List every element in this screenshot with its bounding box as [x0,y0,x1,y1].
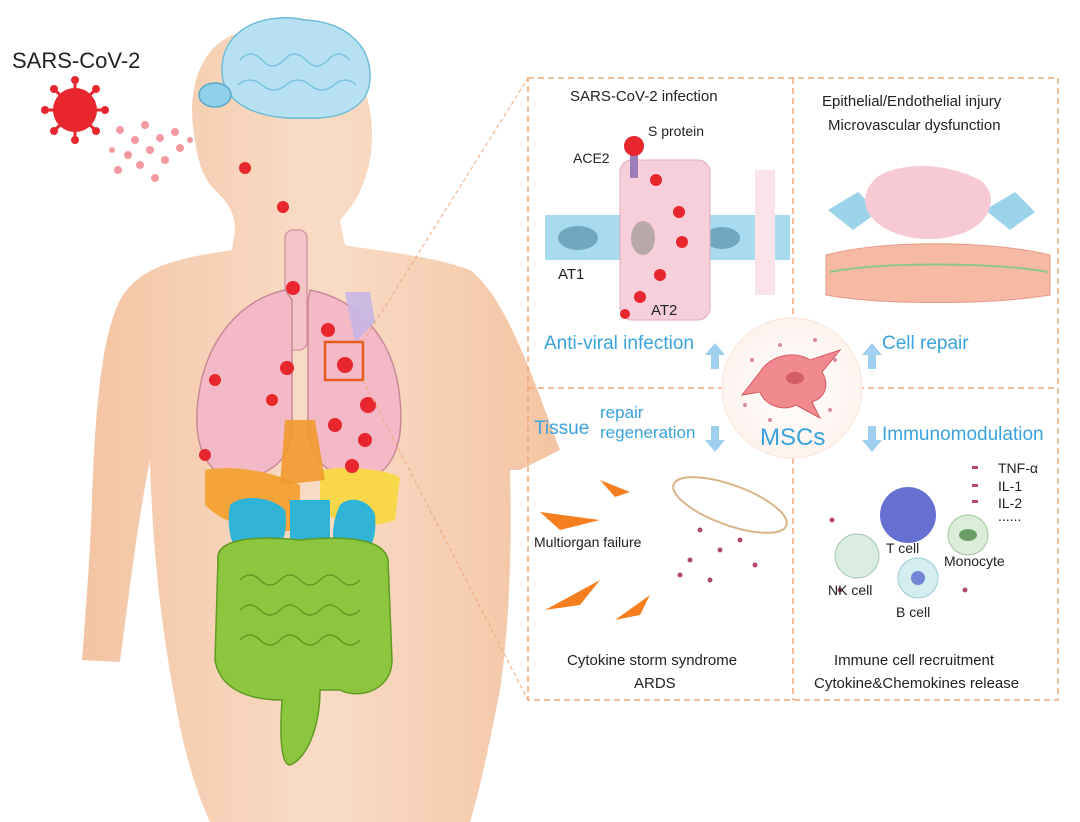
tnf-alpha-label: TNF-α [998,460,1038,476]
injury-illustration [825,165,1051,303]
il1-label: IL-1 [998,478,1023,494]
immune-recruitment-label: Immune cell recruitment [834,652,995,669]
lung-focus-box [323,340,365,382]
cell-repair-label: Cell repair [882,333,969,354]
injury-title-line1: Epithelial/Endothelial injury [822,93,1002,110]
s-protein-label: S protein [648,123,705,139]
arrow-down-right [862,426,882,452]
body-viruses [199,162,376,473]
multiorgan-label: Multiorgan failure [534,534,642,550]
human-body [82,17,560,822]
repair-label: repair [600,403,644,422]
at2-label: AT2 [651,302,678,319]
immunomodulation-label: Immunomodulation [882,424,1044,445]
il2-label: IL-2 [998,495,1023,511]
sars-cov-2-virus-icon [41,76,109,144]
arrow-down-left [705,426,725,452]
cytokine-ellipsis: ...... [998,508,1022,524]
arrows [705,343,882,452]
t-cell [880,487,936,543]
tissue-label: Tissue [534,418,590,439]
infection-title: SARS-CoV-2 infection [570,88,718,105]
droplet-spray [109,121,193,182]
immune-cells-illustration [829,466,989,599]
eye [198,82,232,108]
arrow-up-right [862,343,882,369]
b-cell-label: B cell [896,604,931,620]
cytokine-storm-label: Cytokine storm syndrome [567,652,738,669]
nk-cell-label: NK cell [828,582,873,598]
monocyte-label: Monocyte [944,553,1005,569]
ards-label: ARDS [634,675,676,692]
infection-illustration [545,136,790,321]
arrow-up-left [705,343,725,369]
injury-title-line2: Microvascular dysfunction [828,117,1001,134]
ace2-label: ACE2 [573,150,610,166]
msc-cell [721,317,863,459]
cytokine-storm-illustration [540,476,788,620]
regeneration-label: regeneration [600,423,696,442]
at1-label: AT1 [558,266,585,283]
brain [221,17,371,119]
anti-viral-label: Anti-viral infection [544,333,694,354]
nk-cell [834,533,880,579]
chemokines-label: Cytokine&Chemokines release [814,675,1020,692]
virus-label: SARS-CoV-2 [12,48,141,73]
mscs-label: MSCs [760,424,826,451]
t-cell-label: T cell [886,540,920,556]
intestines [214,537,393,766]
